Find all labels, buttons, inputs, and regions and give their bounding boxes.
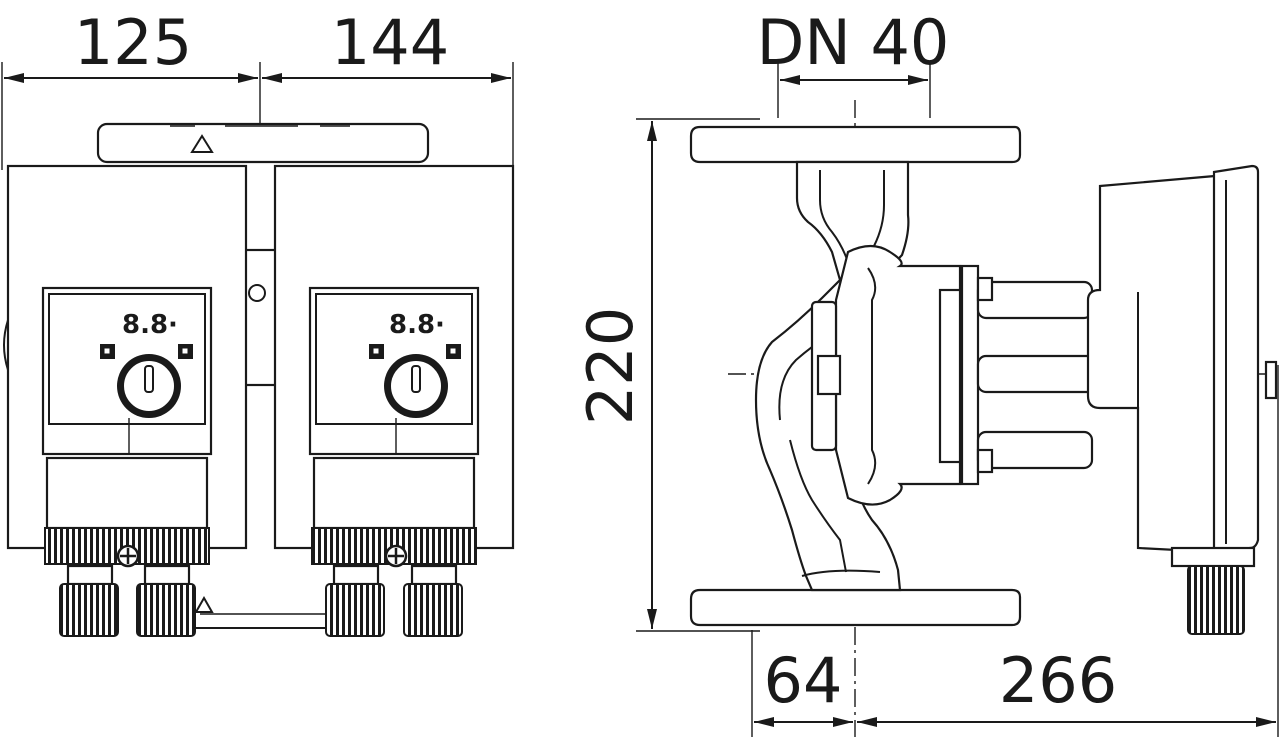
motor-flange-plate bbox=[960, 264, 980, 486]
side-view: DN 40 220 bbox=[574, 6, 1279, 737]
right-knob-indicator bbox=[411, 365, 421, 393]
left-knob-indicator bbox=[144, 365, 154, 393]
dimension-label-125: 125 bbox=[74, 6, 192, 79]
dimension-label-220: 220 bbox=[574, 307, 647, 425]
right-led-readout: 8.8· bbox=[389, 310, 445, 340]
right-terminal-box bbox=[312, 456, 476, 530]
left-cable-gland-2 bbox=[136, 583, 196, 637]
control-unit-cover bbox=[1212, 164, 1260, 554]
side-cable-gland bbox=[1187, 565, 1245, 635]
right-cable-gland-2 bbox=[403, 583, 463, 637]
top-flange bbox=[96, 122, 430, 164]
control-unit-end-cap bbox=[1264, 360, 1278, 400]
left-led-readout: 8.8· bbox=[122, 310, 178, 340]
control-unit-housing bbox=[1086, 174, 1217, 554]
motor-bell-housing bbox=[834, 244, 962, 506]
dimension-label-144: 144 bbox=[331, 6, 449, 79]
connecting-bolt bbox=[248, 284, 266, 302]
side-bottom-flange bbox=[689, 588, 1022, 627]
bell-flange-plate bbox=[938, 288, 962, 464]
side-top-flange bbox=[689, 125, 1022, 164]
flow-arrow-bottom bbox=[194, 595, 214, 613]
left-edge-housing bbox=[3, 319, 9, 371]
left-cable-gland-1 bbox=[59, 583, 119, 637]
left-control-module: 8.8· bbox=[41, 286, 213, 637]
left-terminal-box bbox=[45, 456, 209, 530]
motor-rib-top bbox=[976, 280, 1094, 320]
front-view: 125 144 8.8· bbox=[1, 6, 515, 637]
right-cable-gland-1 bbox=[325, 583, 385, 637]
flow-arrow-top bbox=[190, 134, 214, 153]
right-control-module: 8.8· bbox=[308, 286, 480, 637]
dimension-label-64: 64 bbox=[764, 644, 843, 717]
motor-rib-bottom bbox=[976, 430, 1094, 470]
dimension-label-266: 266 bbox=[999, 644, 1117, 717]
dimension-label-dn40: DN 40 bbox=[757, 6, 950, 79]
